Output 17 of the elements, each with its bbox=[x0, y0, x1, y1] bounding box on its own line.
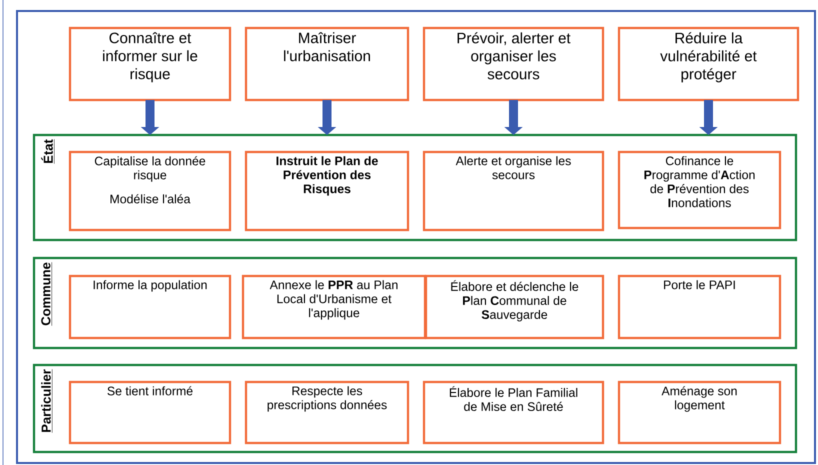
objective-box: Prévoir, alerter et organiser les secours bbox=[422, 26, 604, 102]
action-box: Informe la population bbox=[68, 274, 232, 340]
objective-box: Connaître et informer sur le risque bbox=[68, 26, 232, 102]
objective-box: Réduire la vulnérabilité et protéger bbox=[618, 26, 800, 102]
action-box: Alerte et organise les secours bbox=[422, 150, 604, 232]
action-box: Porte le PAPI bbox=[618, 274, 782, 340]
action-box: Aménage son logement bbox=[618, 380, 782, 444]
action-box: Élabore le Plan Familial de Mise en Sûreté bbox=[422, 380, 604, 444]
action-box: Se tient informé bbox=[68, 380, 232, 444]
action-box: Capitalise la donnée risque Modélise l'aléa bbox=[68, 150, 232, 232]
action-box: Instruit le Plan de Prévention des Risques bbox=[244, 150, 410, 232]
action-box: Élabore et déclenche le Plan Communal de Sauvegarde bbox=[424, 274, 604, 340]
action-box: Respecte les prescriptions données bbox=[244, 380, 410, 444]
outer-frame bbox=[16, 10, 816, 464]
action-box: Cofinance le Programme d'Action de Prévention des Inondations bbox=[618, 150, 782, 230]
action-box: Annexe le PPR au Plan Local d'Urbanisme et l'applique bbox=[242, 274, 426, 340]
objective-box: Maîtriser l'urbanisation bbox=[244, 26, 410, 102]
